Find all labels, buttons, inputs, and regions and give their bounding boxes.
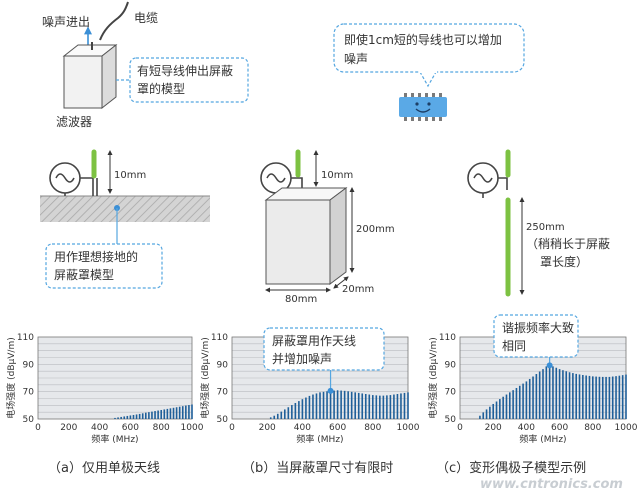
- x-tick-label: 600: [122, 423, 139, 433]
- charts: 50 70 90 110 0 200 400 600 800 1000 频率 (MHz) 电场强度 (…: [5, 314, 638, 445]
- x-tick-label: 400: [91, 423, 108, 433]
- caption-c: （c）变形偶极子模型示例: [436, 460, 586, 476]
- annotation-dot: [327, 387, 334, 394]
- svg-text:罩长度）: 罩长度）: [540, 254, 588, 269]
- y-tick-label: 70: [445, 388, 457, 398]
- x-tick-label: 1000: [397, 423, 420, 433]
- annotation-text: 相同: [502, 339, 526, 353]
- annotation-text: 并增加噪声: [272, 352, 332, 366]
- annotation-dot: [546, 362, 553, 369]
- model-c: 250mm （稍稍长于屏蔽 罩长度）: [467, 149, 610, 297]
- x-tick-label: 0: [229, 423, 235, 433]
- x-tick-label: 1000: [615, 423, 638, 433]
- y-tick-label: 90: [217, 360, 229, 370]
- chart-b: 50 70 90 110 0 200 400 600 800 1000 频率 (MHz) 电场强度 (…: [199, 327, 420, 445]
- svg-text:10mm: 10mm: [321, 170, 353, 181]
- x-tick-label: 800: [584, 423, 601, 433]
- filter-model: 噪声进出 电缆 滤波器: [42, 1, 158, 129]
- y-tick-label: 50: [23, 415, 35, 425]
- x-tick-label: 800: [153, 423, 170, 433]
- model-b: 10mm 200mm 80mm 20mm: [260, 149, 395, 305]
- svg-text:有短导线伸出屏蔽: 有短导线伸出屏蔽: [137, 64, 233, 78]
- x-tick-label: 800: [364, 423, 381, 433]
- y-tick-label: 70: [23, 388, 35, 398]
- caption-a: （a）仅用单极天线: [48, 461, 160, 476]
- y-tick-label: 110: [211, 333, 228, 343]
- svg-text:10mm: 10mm: [114, 170, 146, 181]
- x-tick-label: 400: [294, 423, 311, 433]
- y-tick-label: 90: [23, 360, 35, 370]
- x-tick-label: 600: [329, 423, 346, 433]
- y-axis-label: 电场强度 (dBμV/m): [5, 337, 17, 418]
- svg-text:200mm: 200mm: [356, 224, 395, 235]
- x-tick-label: 200: [60, 423, 77, 433]
- annotation-box: [493, 314, 579, 358]
- svg-text:屏蔽罩模型: 屏蔽罩模型: [54, 268, 114, 282]
- y-axis-label: 电场强度 (dBμV/m): [199, 337, 211, 418]
- x-axis-label: 频率 (MHz): [91, 433, 138, 445]
- svg-text:80mm: 80mm: [285, 294, 317, 305]
- y-tick-label: 110: [17, 333, 34, 343]
- annotation-box: [263, 327, 385, 371]
- chart-c: 50 70 90 110 0 200 400 600 800 1000 频率 (MHz) 电场强度 (…: [427, 314, 638, 445]
- svg-text:250mm: 250mm: [526, 222, 565, 233]
- noise-label: 噪声进出: [42, 15, 90, 29]
- x-tick-label: 1000: [181, 423, 204, 433]
- annotation-text: 屏蔽罩用作天线: [272, 334, 356, 348]
- caption-b: （b）当屏蔽罩尺寸有限时: [242, 461, 393, 476]
- y-tick-label: 110: [439, 333, 456, 343]
- svg-text:用作理想接地的: 用作理想接地的: [54, 249, 138, 264]
- svg-text:即使1cm短的导线也可以增加: 即使1cm短的导线也可以增加: [344, 32, 502, 47]
- x-axis-label: 频率 (MHz): [296, 433, 343, 445]
- chip-icon: [399, 93, 447, 121]
- y-tick-label: 50: [217, 415, 229, 425]
- x-tick-label: 200: [485, 423, 502, 433]
- x-tick-label: 0: [457, 423, 463, 433]
- y-tick-label: 50: [445, 415, 457, 425]
- chart-a: 50 70 90 110 0 200 400 600 800 1000 频率 (MHz) 电场强度 (…: [5, 333, 204, 445]
- svg-text:20mm: 20mm: [342, 284, 374, 295]
- x-tick-label: 0: [35, 423, 41, 433]
- x-axis-label: 频率 (MHz): [519, 433, 566, 445]
- watermark: www.cntronics.com: [480, 477, 623, 492]
- svg-text:罩的模型: 罩的模型: [137, 81, 185, 96]
- note-1cm: 即使1cm短的导线也可以增加 噪声: [333, 23, 525, 88]
- y-axis-label: 电场强度 (dBμV/m): [427, 337, 439, 418]
- x-tick-label: 600: [551, 423, 568, 433]
- svg-text:（稍稍长于屏蔽: （稍稍长于屏蔽: [526, 237, 610, 251]
- x-tick-label: 200: [259, 423, 276, 433]
- cable-line: [99, 1, 129, 41]
- y-tick-label: 90: [445, 360, 457, 370]
- note-short-wire: 有短导线伸出屏蔽 罩的模型: [116, 57, 249, 103]
- svg-text:噪声: 噪声: [344, 52, 368, 66]
- cable-label: 电缆: [134, 11, 158, 25]
- filter-label: 滤波器: [56, 115, 92, 129]
- y-tick-label: 70: [217, 388, 229, 398]
- x-tick-label: 400: [518, 423, 535, 433]
- annotation-text: 谐振频率大致: [502, 320, 574, 335]
- model-a: 10mm 用作理想接地的 屏蔽罩模型: [40, 149, 210, 289]
